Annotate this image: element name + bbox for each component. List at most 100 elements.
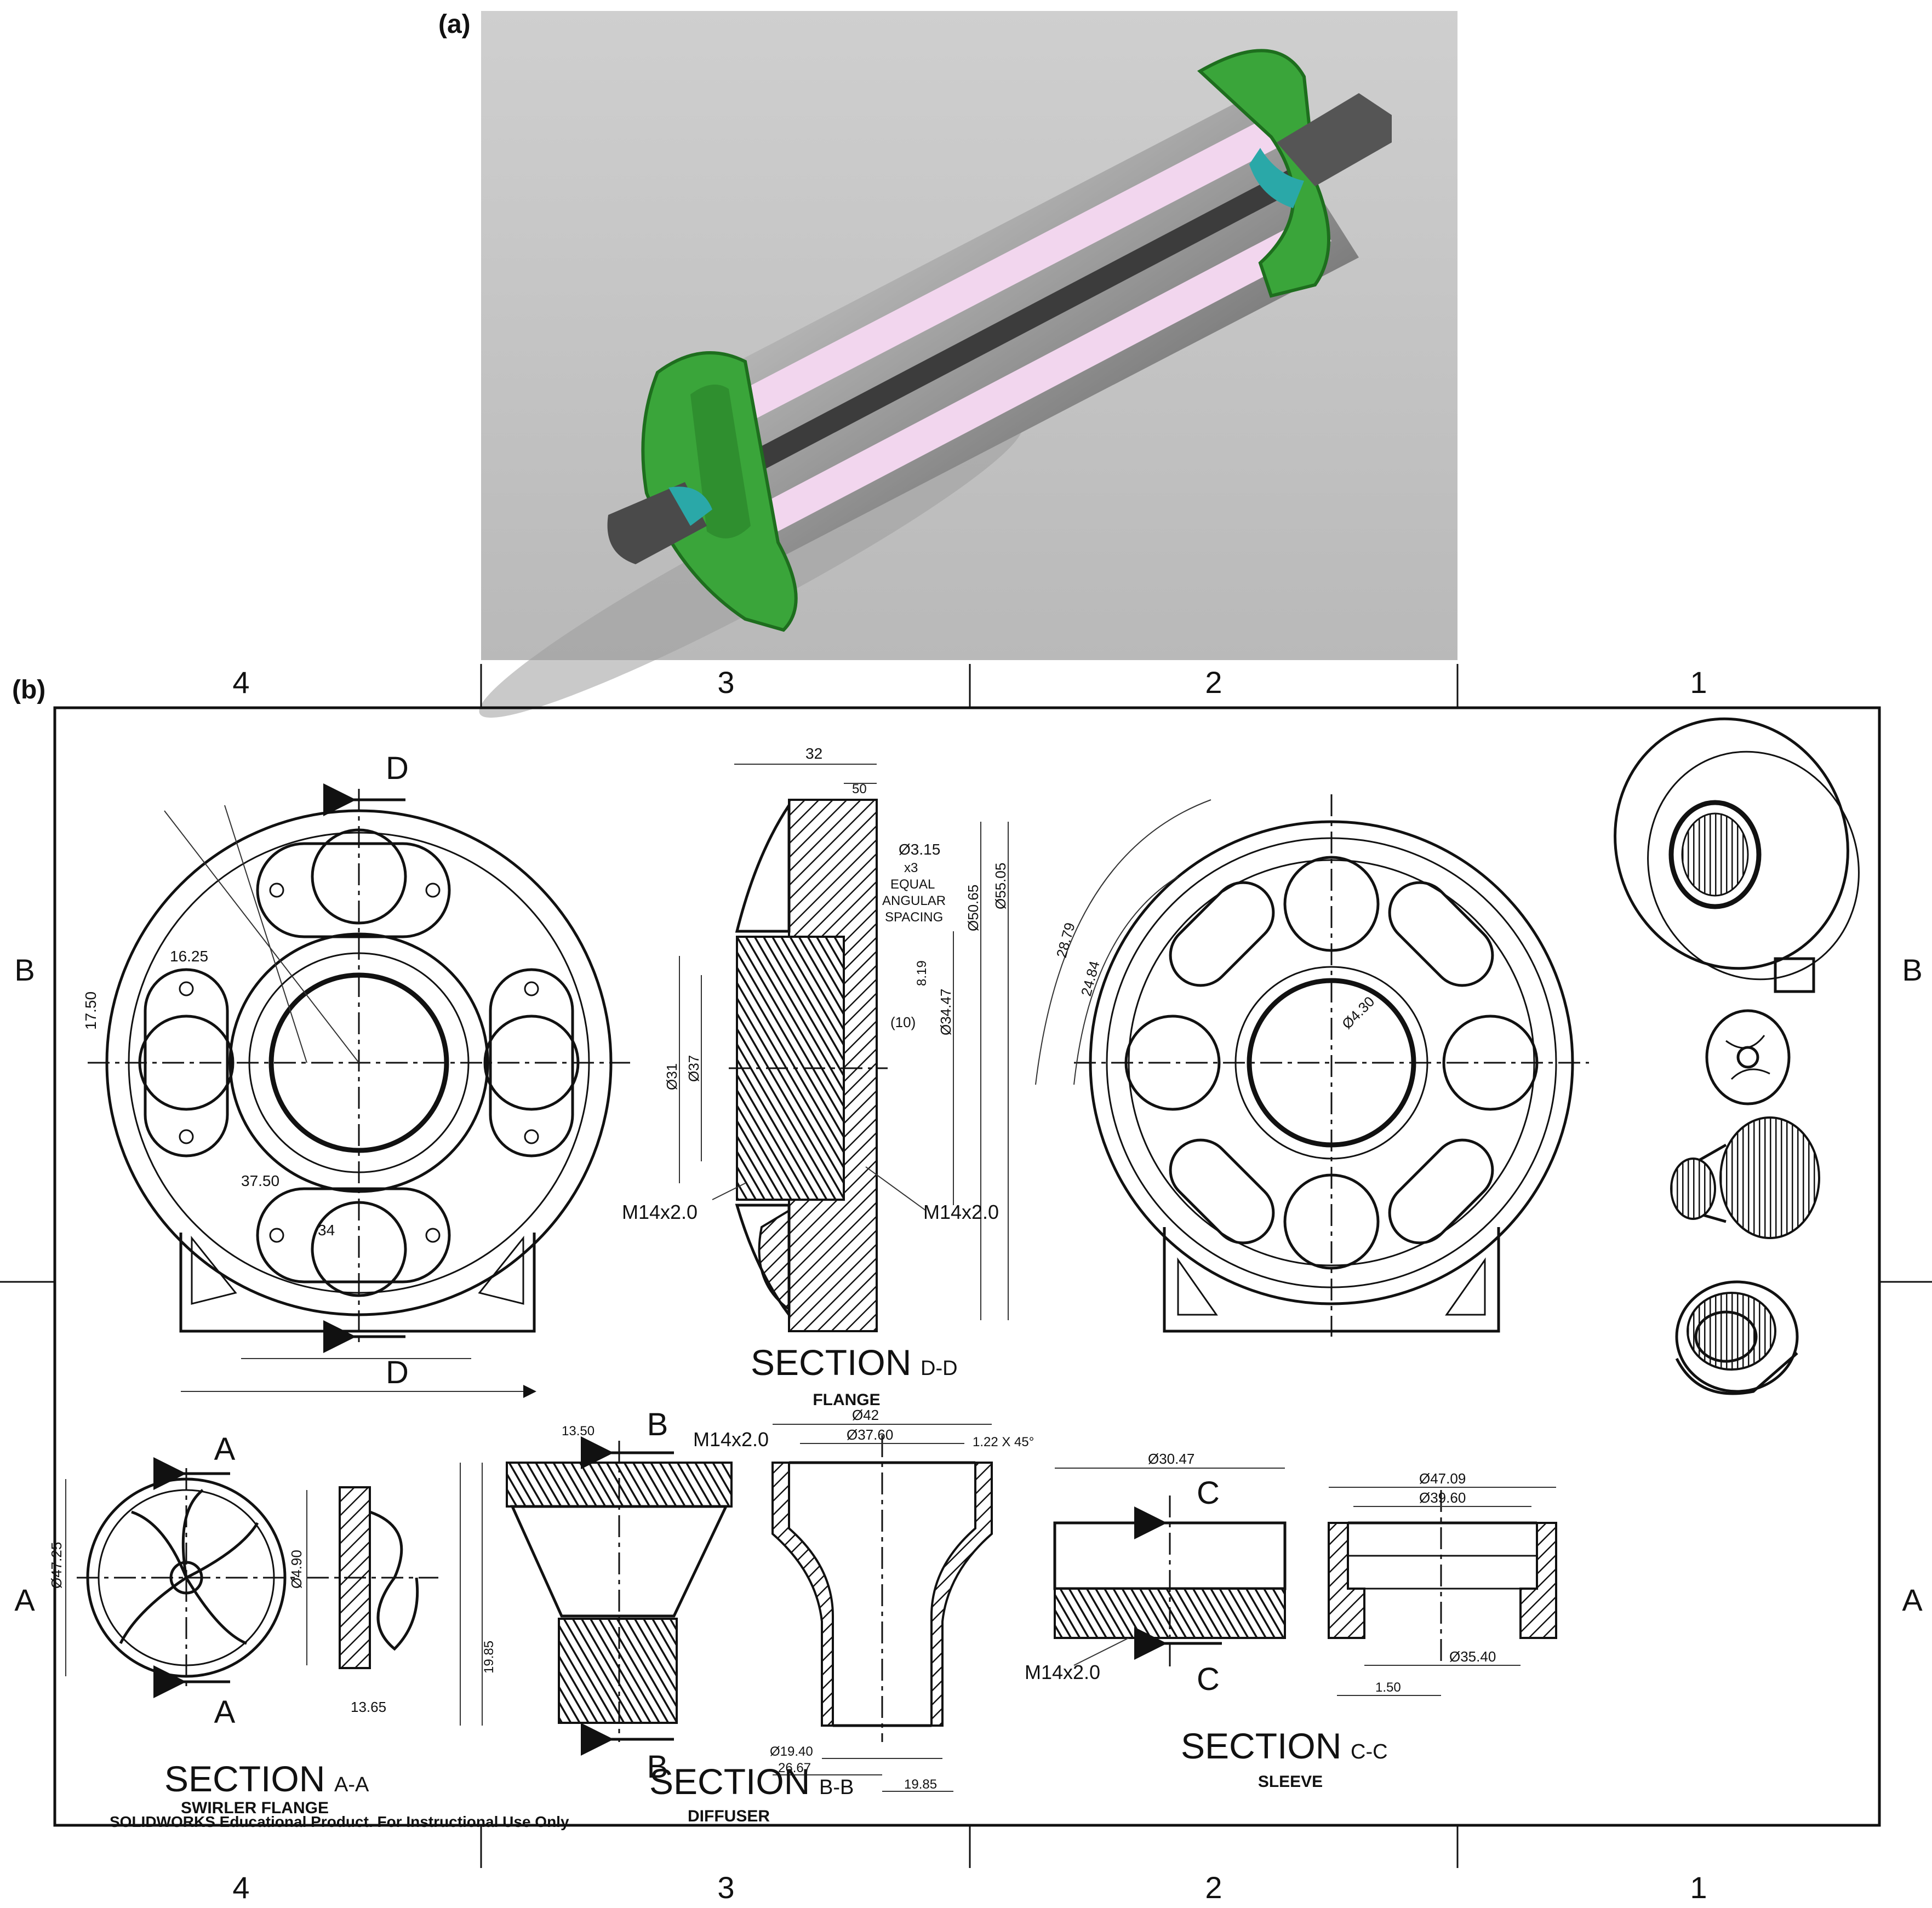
diffuser-dim-3: Ø37.60: [847, 1426, 893, 1443]
zone-col-1-top: 1: [1690, 665, 1707, 700]
zone-row-b-left: B: [14, 953, 35, 987]
section-dd-dim-14: (10): [890, 1014, 916, 1030]
swirler-dim-1: Ø47.25: [48, 1542, 65, 1589]
swirler-side-view: Ø4.90 13.65 SECTION A-A SWIRLER FLANGE S…: [110, 1486, 569, 1830]
diffuser-dim-4: 1.22 X 45°: [973, 1435, 1034, 1449]
zone-col-3-bottom: 3: [717, 1870, 734, 1905]
flange-front-view: 16.25 37.50 17.50 34 D D: [82, 750, 630, 1398]
section-dd-dim-9: Ø55.05: [992, 863, 1009, 909]
thread-callout-flange-right: M14x2.0: [923, 1201, 999, 1223]
rear-swirler: [1249, 148, 1304, 208]
sleeve-section-view: C C Ø30.47 M14x2.0: [1025, 1451, 1287, 1697]
section-bb-letters: B-B: [819, 1776, 854, 1799]
diffuser-dim-6: 26.67: [778, 1761, 811, 1775]
thread-callout-flange-left: M14x2.0: [622, 1201, 698, 1223]
zone-markers: 4 3 2 1 4 3 2 1 B B A A: [0, 664, 1932, 1905]
section-aa-title: SECTION: [164, 1758, 325, 1799]
isometric-parts: [1614, 717, 1860, 1395]
swirler-dim-2: Ø4.90: [288, 1550, 305, 1589]
section-dd-dim-6: ANGULAR: [882, 893, 946, 908]
cut-label-a-bottom: A: [214, 1694, 236, 1730]
section-cc-title: SECTION: [1181, 1726, 1341, 1766]
section-dd-dim-13: Ø37: [685, 1055, 702, 1082]
zone-col-4-top: 4: [232, 665, 249, 700]
flange-front-dim-2: 37.50: [241, 1172, 279, 1189]
diffuser-dim-2: Ø42: [852, 1407, 879, 1423]
sleeve-dim-1: Ø30.47: [1148, 1451, 1194, 1467]
lamp-tube-upper: [712, 115, 1288, 433]
cut-label-d-bottom: D: [386, 1355, 409, 1390]
section-cc-letters: C-C: [1351, 1740, 1388, 1763]
section-aa-subtitle: SWIRLER FLANGE: [181, 1799, 329, 1817]
section-dd-dim-12: Ø31: [664, 1063, 680, 1090]
zone-row-b-right: B: [1902, 953, 1922, 987]
zone-col-2-top: 2: [1205, 665, 1222, 700]
swirler-dim-3: 13.65: [351, 1699, 386, 1715]
flange-front-dim-3: 17.50: [82, 992, 99, 1030]
panel-a-label: (a): [438, 10, 471, 39]
section-cc-subtitle: SLEEVE: [1258, 1773, 1323, 1791]
front-swirler: [668, 486, 712, 526]
diffuser-half-section: Ø42 Ø37.60 1.22 X 45° Ø19.40 26.67 19.85…: [649, 1407, 1034, 1825]
diffuser-dim-thread-len: 19.85: [482, 1641, 496, 1674]
render-3d: [479, 11, 1457, 718]
cut-label-d-top: D: [386, 750, 409, 786]
inner-rod: [745, 164, 1304, 477]
iso-diffuser: [1670, 1116, 1820, 1239]
section-dd-subtitle: FLANGE: [813, 1391, 880, 1409]
section-dd-dim-1: 32: [805, 745, 822, 762]
section-bb-title: SECTION: [649, 1761, 810, 1802]
sleeve-half-section: Ø47.09 Ø39.60 Ø35.40 1.50 SECTION C-C SL…: [1181, 1470, 1557, 1791]
section-dd-dim-5: EQUAL: [890, 877, 935, 892]
sleeve-dim-2: Ø47.09: [1419, 1470, 1466, 1487]
thread-callout-sleeve: M14x2.0: [1025, 1661, 1100, 1683]
cut-label-b-top: B: [647, 1407, 668, 1442]
sleeve-dim-3: Ø39.60: [1419, 1489, 1466, 1506]
iso-sleeve: [1675, 1280, 1799, 1395]
section-dd-dim-7: SPACING: [885, 910, 943, 925]
zone-row-a-left: A: [14, 1583, 35, 1617]
diffuser-dim-7: 19.85: [904, 1777, 937, 1792]
zone-col-1-bottom: 1: [1690, 1870, 1707, 1905]
section-dd-view: 32 50 Ø3.15 x3 EQUAL ANGULAR SPACING Ø50…: [622, 745, 1009, 1409]
thread-callout-diffuser: M14x2.0: [693, 1428, 769, 1451]
section-bb-subtitle: DIFFUSER: [688, 1807, 770, 1825]
section-dd-dim-10: Ø34.47: [938, 989, 954, 1035]
flange-rear-dim-1: 28.79: [1053, 921, 1078, 960]
section-dd-dim-11: 8.19: [914, 960, 929, 986]
section-dd-dim-8: Ø50.65: [965, 885, 981, 931]
section-dd-dim-3: Ø3.15: [899, 841, 940, 858]
lamp-tube-lower: [762, 214, 1331, 531]
zone-col-3-top: 3: [717, 665, 734, 700]
flange-front-dim-4: 34: [318, 1222, 335, 1239]
iso-swirler: [1705, 1009, 1791, 1105]
cut-label-b-bottom: B: [647, 1749, 668, 1785]
rear-fitting: [1277, 93, 1392, 186]
cut-label-a-top: A: [214, 1431, 236, 1467]
zone-col-4-bottom: 4: [232, 1870, 249, 1905]
drawing-border: [53, 706, 1881, 1827]
iso-flange: [1614, 717, 1860, 993]
section-dd-dim-4: x3: [904, 861, 918, 875]
flange-rear-view: 28.79 24.84 Ø4.30: [1035, 794, 1589, 1337]
flange-rear-dim-3: Ø4.30: [1339, 993, 1377, 1032]
section-dd-title: SECTION: [751, 1342, 911, 1383]
sleeve-dim-4: Ø35.40: [1449, 1648, 1496, 1665]
diffuser-dim-5: Ø19.40: [770, 1744, 813, 1759]
swirler-front-view: Ø47.25 A A: [48, 1431, 296, 1730]
sleeve-dim-5: 1.50: [1375, 1680, 1401, 1695]
flange-front-dim-1: 16.25: [170, 948, 208, 965]
diffuser-dim-1: 13.50: [562, 1424, 595, 1439]
flange-rear-dim-2: 24.84: [1078, 959, 1103, 998]
panel-b-label: (b): [12, 675, 45, 704]
zone-row-a-right: A: [1902, 1583, 1923, 1617]
diffuser-section-view: B B M14x2.0 13.50 19.85: [460, 1407, 769, 1785]
cut-label-c-top: C: [1197, 1475, 1220, 1511]
watermark: SOLIDWORKS Educational Product. For Inst…: [110, 1813, 569, 1830]
section-dd-letters: D-D: [921, 1357, 958, 1380]
cut-label-c-bottom: C: [1197, 1661, 1220, 1697]
section-aa-letters: A-A: [334, 1773, 369, 1796]
zone-col-2-bottom: 2: [1205, 1870, 1222, 1905]
section-dd-dim-2: 50: [852, 782, 867, 797]
